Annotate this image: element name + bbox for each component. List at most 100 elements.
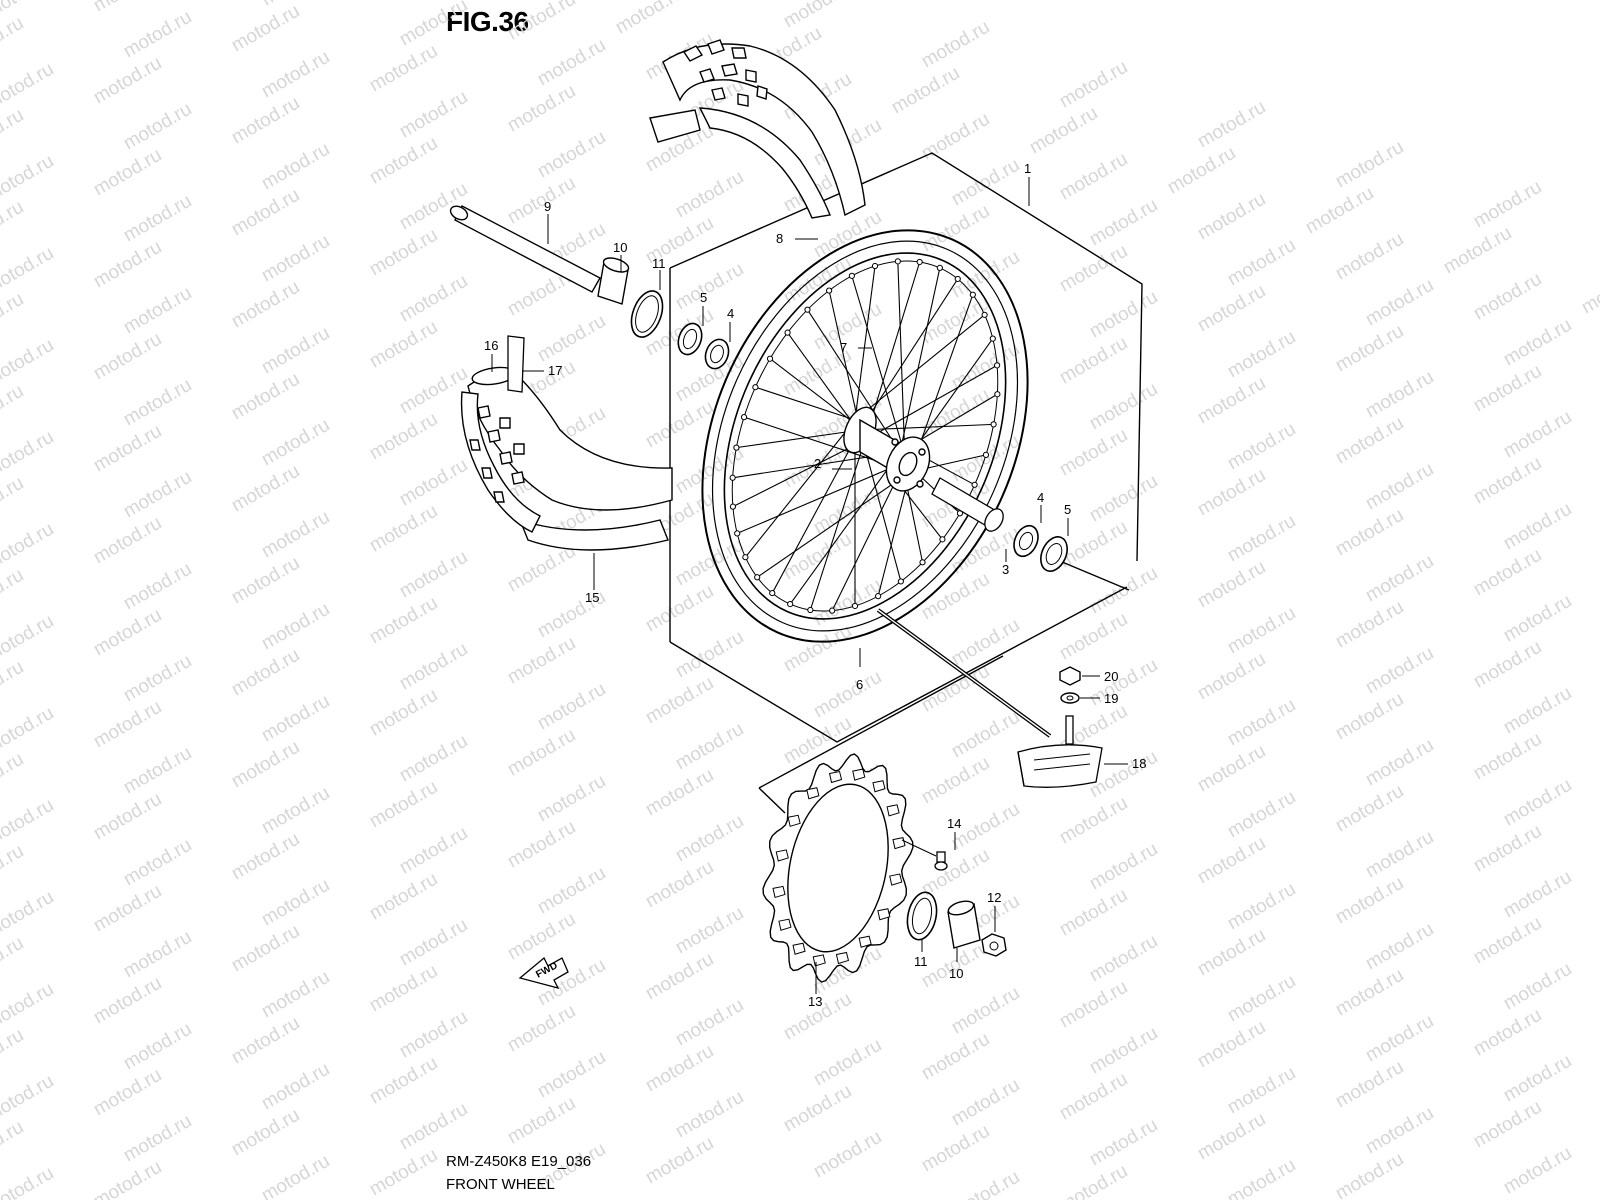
spoke-nipple bbox=[740, 414, 748, 421]
callout-4b: 4 bbox=[1037, 490, 1044, 505]
watermark-text: motod.ru bbox=[1086, 1023, 1161, 1079]
watermark-text: motod.ru bbox=[258, 47, 333, 103]
spoke-nipple bbox=[936, 264, 943, 272]
watermark-text: motod.ru bbox=[0, 427, 57, 483]
callout-3: 3 bbox=[1002, 562, 1009, 577]
callout-labels: 1 2 3 4 4 5 5 6 7 8 9 10 10 11 11 12 13 … bbox=[484, 161, 1146, 1009]
watermark-text: motod.ru bbox=[228, 737, 303, 793]
watermark-text: motod.ru bbox=[366, 0, 441, 4]
watermark-text: motod.ru bbox=[0, 59, 57, 115]
callout-6: 6 bbox=[856, 677, 863, 692]
spoke-nipple bbox=[982, 451, 990, 458]
watermark-text: motod.ru bbox=[1086, 839, 1161, 895]
watermark-text: motod.ru bbox=[228, 185, 303, 241]
watermark-text: motod.ru bbox=[1224, 1155, 1299, 1200]
watermark-text: motod.ru bbox=[642, 857, 717, 913]
callout-11a: 11 bbox=[652, 256, 666, 271]
watermark-text: motod.ru bbox=[1224, 235, 1299, 291]
watermark-text: motod.ru bbox=[1470, 361, 1545, 417]
watermark-text: motod.ru bbox=[0, 1163, 57, 1200]
watermark-text: motod.ru bbox=[366, 41, 441, 97]
watermark-text: motod.ru bbox=[1224, 603, 1299, 659]
watermark-text: motod.ru bbox=[948, 983, 1023, 1039]
rim-band-tab bbox=[507, 335, 525, 393]
bearing-left bbox=[704, 338, 730, 370]
watermark-text: motod.ru bbox=[0, 13, 27, 69]
watermark-text: motod.ru bbox=[1194, 741, 1269, 797]
watermark-text: motod.ru bbox=[1362, 919, 1437, 975]
watermark-text: motod.ru bbox=[258, 783, 333, 839]
spoke bbox=[828, 290, 861, 431]
disc-hole bbox=[889, 873, 903, 886]
spoke bbox=[851, 275, 911, 473]
rim-lock bbox=[1017, 715, 1103, 788]
watermark-text: motod.ru bbox=[1470, 913, 1545, 969]
watermark-text: motod.ru bbox=[366, 777, 441, 833]
watermark-text: motod.ru bbox=[0, 611, 57, 667]
watermark-text: motod.ru bbox=[1086, 195, 1161, 251]
watermark-text: motod.ru bbox=[1086, 287, 1161, 343]
spacer-upper bbox=[597, 257, 630, 305]
watermark-text: motod.ru bbox=[504, 633, 579, 689]
watermark-text: motod.ru bbox=[396, 547, 471, 603]
spoke-nipples bbox=[729, 258, 1001, 614]
watermark-text: motod.ru bbox=[0, 565, 27, 621]
watermark-text: motod.ru bbox=[0, 703, 57, 759]
callout-19: 19 bbox=[1104, 691, 1118, 706]
hub bbox=[843, 406, 931, 492]
spoke bbox=[736, 461, 906, 534]
watermark-text: motod.ru bbox=[258, 323, 333, 379]
spoke-nipple bbox=[939, 536, 946, 543]
watermark-text: motod.ru bbox=[90, 1065, 165, 1121]
tire-lower bbox=[460, 366, 673, 551]
watermark-text: motod.ru bbox=[1086, 655, 1161, 711]
watermark-text: motod.ru bbox=[396, 455, 471, 511]
bearing-right bbox=[1013, 524, 1039, 558]
watermark-text: motod.ru bbox=[1224, 511, 1299, 567]
callout-1: 1 bbox=[1024, 161, 1031, 176]
watermark-text: motod.ru bbox=[1194, 373, 1269, 429]
leader-lines bbox=[491, 177, 1128, 994]
front-axle bbox=[449, 205, 601, 293]
watermark-text: motod.ru bbox=[534, 863, 609, 919]
spoke-nipple bbox=[742, 554, 749, 561]
watermark-text: motod.ru bbox=[918, 201, 993, 257]
callout-16: 16 bbox=[484, 338, 498, 353]
watermark-text: motod.ru bbox=[1500, 959, 1575, 1015]
spoke-nipple bbox=[729, 474, 736, 481]
figure-title: FIG.36 bbox=[446, 6, 529, 37]
callout-5a: 5 bbox=[700, 290, 707, 305]
watermark-text: motod.ru bbox=[1056, 609, 1131, 665]
watermark-text: motod.ru bbox=[810, 1035, 885, 1091]
watermark-text: motod.ru bbox=[1332, 1057, 1407, 1113]
watermark-text: motod.ru bbox=[396, 1007, 471, 1063]
watermark-text: motod.ru bbox=[0, 335, 57, 391]
spoke-nipple bbox=[769, 589, 776, 597]
watermark-text: motod.ru bbox=[228, 645, 303, 701]
watermark-text: motod.ru bbox=[366, 501, 441, 557]
watermark-text: motod.ru bbox=[1362, 735, 1437, 791]
watermark-text: motod.ru bbox=[0, 151, 57, 207]
watermark-text: motod.ru bbox=[1440, 223, 1515, 279]
watermark-text: motod.ru bbox=[396, 87, 471, 143]
valve-nut bbox=[1059, 666, 1081, 686]
watermark-text: motod.ru bbox=[396, 823, 471, 879]
watermark-text: motod.ru bbox=[396, 271, 471, 327]
watermark-text: motod.ru bbox=[1578, 263, 1600, 319]
watermark-text: motod.ru bbox=[918, 1029, 993, 1085]
spoke-nipple bbox=[993, 362, 1001, 369]
watermark-text: motod.ru bbox=[1332, 689, 1407, 745]
watermark-text: motod.ru bbox=[228, 553, 303, 609]
disc-hole bbox=[828, 770, 843, 784]
watermark-text: motod.ru bbox=[1194, 1109, 1269, 1165]
spoke-nipple bbox=[989, 335, 996, 342]
watermark-text: motod.ru bbox=[228, 1013, 303, 1069]
watermark-text: motod.ru bbox=[1332, 137, 1407, 193]
watermark-text: motod.ru bbox=[120, 927, 195, 983]
watermark-text: motod.ru bbox=[1086, 931, 1161, 987]
watermark-text: motod.ru bbox=[534, 679, 609, 735]
watermark-text: motod.ru bbox=[1224, 695, 1299, 751]
watermark-text: motod.ru bbox=[1470, 1097, 1545, 1153]
watermark-text: motod.ru bbox=[1224, 1063, 1299, 1119]
watermark-text: motod.ru bbox=[0, 519, 57, 575]
